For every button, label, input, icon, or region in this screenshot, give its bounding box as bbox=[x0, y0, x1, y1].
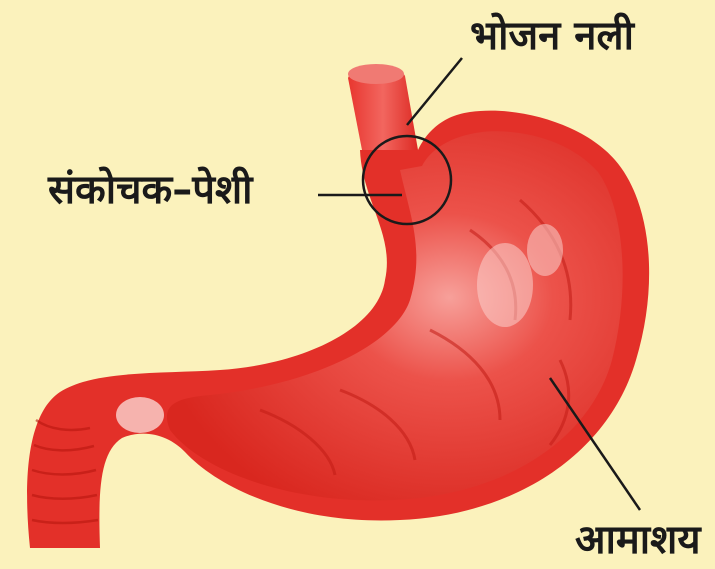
esophagus-label: भोजन नली bbox=[470, 16, 634, 56]
pyloric-highlight bbox=[116, 397, 164, 433]
esophagus-leader-line bbox=[407, 58, 462, 125]
stomach-label: आमाशय bbox=[575, 520, 701, 560]
sphincter-label: संकोचक–पेशी bbox=[48, 170, 253, 210]
